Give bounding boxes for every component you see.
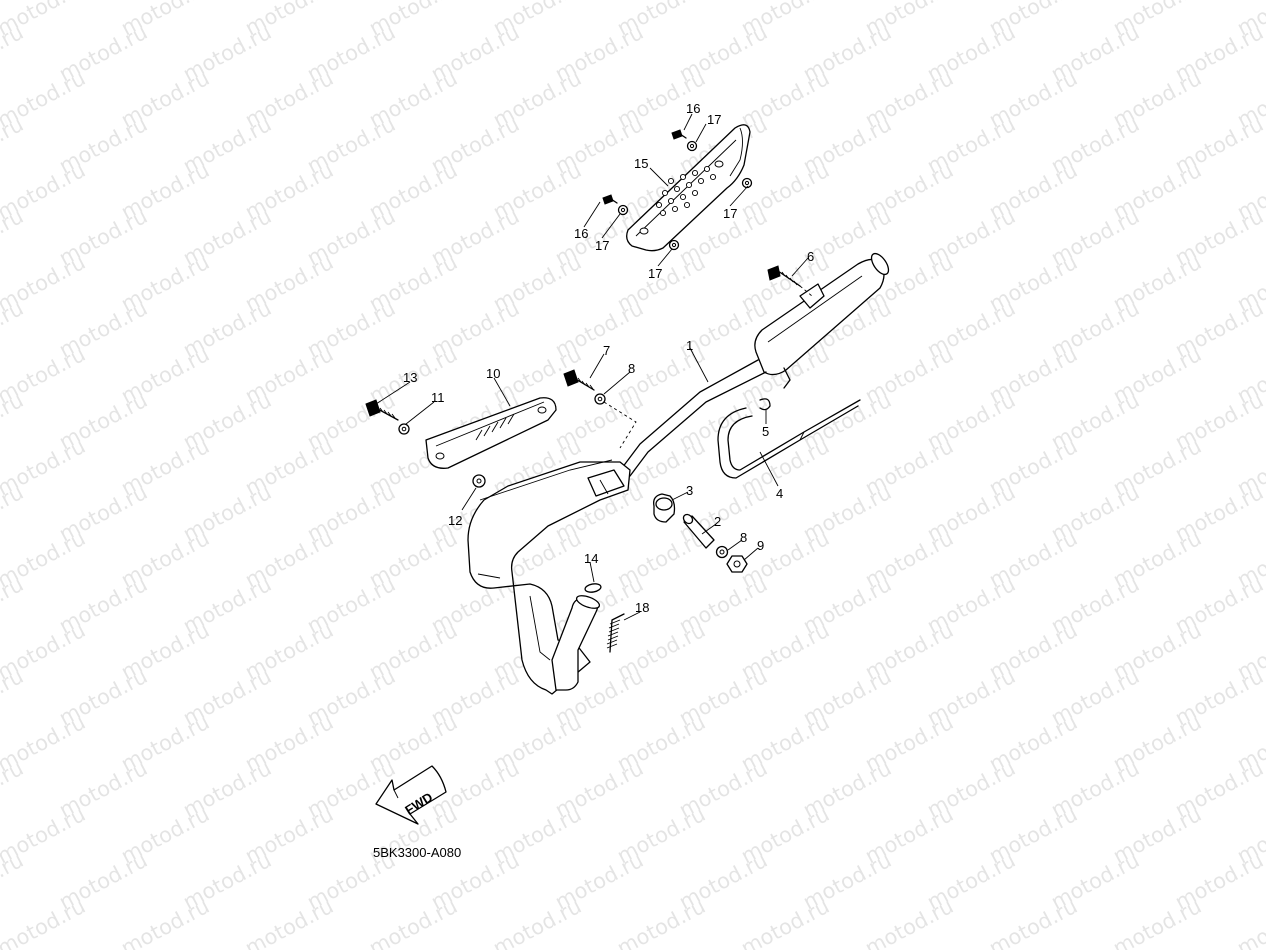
watermark-text: motod.ru	[861, 894, 957, 950]
callout-16: 16	[574, 226, 588, 241]
watermark-text: motod.ru	[365, 894, 461, 950]
watermark-text: motod.ru	[737, 894, 833, 950]
callout-17: 17	[595, 238, 609, 253]
callout-1: 1	[686, 338, 693, 353]
watermark-text: motod.ru	[0, 894, 89, 950]
pipe-4	[717, 399, 861, 479]
spring-18	[606, 613, 625, 653]
protector-lower	[425, 397, 557, 469]
callout-4: 4	[776, 486, 783, 501]
callout-17: 17	[648, 266, 662, 281]
assembly-line-7	[603, 401, 637, 449]
callout-18: 18	[635, 600, 649, 615]
callout-16: 16	[686, 101, 700, 116]
bolt-6	[767, 265, 801, 287]
washer-17-lower	[668, 239, 680, 251]
washer-8-upper	[594, 393, 606, 405]
watermark-text: motod.ru	[985, 894, 1081, 950]
callout-17: 17	[707, 112, 721, 127]
vent-holes	[655, 165, 717, 217]
callout-3: 3	[686, 483, 693, 498]
watermark-text: motod.ru	[1109, 894, 1205, 950]
clip-5	[759, 398, 771, 411]
muffler-assembly	[621, 252, 890, 477]
bolt-7	[563, 369, 595, 391]
callout-17: 17	[723, 206, 737, 221]
callout-8: 8	[740, 530, 747, 545]
leader-lines	[375, 113, 809, 621]
watermark-text: motod.ru	[489, 894, 585, 950]
gasket-14	[584, 583, 602, 593]
washer-17-upper	[686, 140, 698, 152]
washer-8-lower	[715, 545, 729, 559]
expansion-chamber	[467, 459, 631, 695]
collar-2	[682, 513, 715, 549]
callout-11: 11	[431, 390, 445, 405]
drawing-code: 5BK3300-A080	[373, 845, 461, 860]
callout-labels: 16 17 15 17 16 17 17 6 1 7 8 10 13 11 5 …	[403, 101, 814, 615]
callout-2: 2	[714, 514, 721, 529]
washer-17-right	[741, 177, 753, 189]
outlet-pipe	[551, 595, 601, 691]
callout-5: 5	[762, 424, 769, 439]
watermark-text: motod.ru	[117, 894, 213, 950]
callout-8: 8	[628, 361, 635, 376]
washer-11	[398, 423, 410, 435]
bolt-16-upper	[671, 129, 687, 140]
protector-upper	[626, 124, 751, 252]
callout-10: 10	[486, 366, 500, 381]
callout-6: 6	[807, 249, 814, 264]
watermark-text: motod.ru	[241, 894, 337, 950]
callout-13: 13	[403, 370, 417, 385]
watermark-text: motod.ru	[613, 894, 709, 950]
washer-17-left	[617, 204, 629, 216]
bolt-16-left	[602, 194, 618, 205]
damper-3	[653, 493, 676, 523]
callout-9: 9	[757, 538, 764, 553]
washer-12	[472, 474, 486, 488]
callout-14: 14	[584, 551, 598, 566]
nut-9	[726, 555, 748, 573]
callout-12: 12	[448, 513, 462, 528]
watermark-text: motod.ru	[1233, 894, 1266, 950]
callout-15: 15	[634, 156, 648, 171]
assembly-line-6	[799, 285, 813, 297]
callout-7: 7	[603, 343, 610, 358]
